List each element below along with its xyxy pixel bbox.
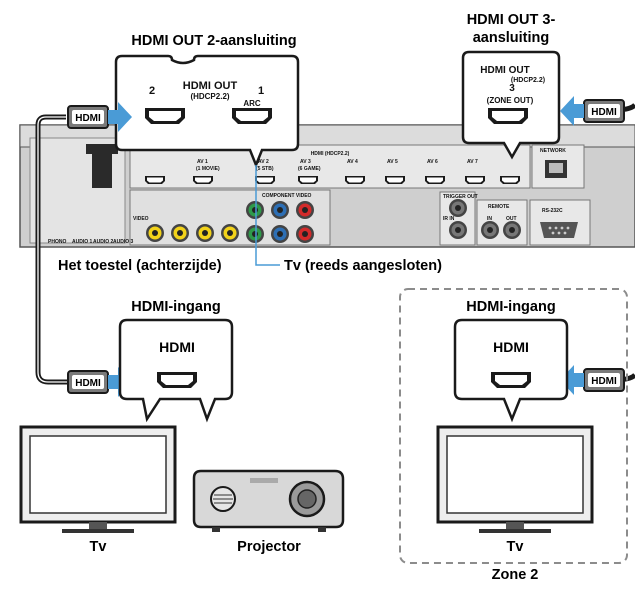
panel-label-audio2: AUDIO 2 bbox=[93, 239, 114, 245]
panel-label-remote: REMOTE bbox=[488, 204, 510, 210]
hdmi-input-callout-left: HDMI bbox=[118, 318, 234, 423]
hdmi-plug-icon: HDMI bbox=[67, 105, 109, 129]
tv-icon bbox=[436, 425, 594, 533]
callout-out3-title: HDMI OUT bbox=[480, 65, 529, 76]
plug-label: HDMI bbox=[591, 107, 617, 118]
hdmi-port-icon bbox=[145, 108, 185, 124]
plug-label: HDMI bbox=[75, 113, 101, 124]
hdmi-port-icon bbox=[488, 108, 528, 124]
hdmi-input-callout-right: HDMI bbox=[453, 318, 569, 423]
panel-label-out: OUT bbox=[506, 216, 517, 222]
callout-out3-port: 3 bbox=[509, 83, 515, 94]
zone2-box bbox=[399, 288, 628, 564]
panel-label-av6: AV 6 bbox=[427, 159, 438, 165]
label-hdmi-input-right: HDMI-ingang bbox=[466, 299, 556, 315]
label-tv-right: Tv bbox=[506, 539, 524, 555]
callout-out2-arc: ARC bbox=[243, 99, 261, 108]
panel-label-av2-sub: (5 STB) bbox=[256, 166, 274, 172]
panel-label-hdmi-header: HDMI (HDCP2.2) bbox=[311, 151, 350, 157]
arrow-right-icon bbox=[108, 102, 132, 132]
callout-out2-port-left: 2 bbox=[149, 85, 155, 97]
panel-label-trigger-out: TRIGGER OUT bbox=[443, 194, 478, 200]
panel-label-av3-sub: (6 GAME) bbox=[298, 166, 321, 172]
panel-label-av1: AV 1 bbox=[197, 159, 208, 165]
tv-connected-leader bbox=[255, 165, 280, 266]
panel-label-av3: AV 3 bbox=[300, 159, 311, 165]
panel-label-av2: AV 2 bbox=[258, 159, 269, 165]
hdmi-out2-callout: HDMI OUT (HDCP2.2) 2 1 ARC bbox=[114, 54, 300, 169]
panel-label-av1-sub: (1 MOVIE) bbox=[196, 166, 220, 172]
label-tv-already-connected: Tv (reeds aangesloten) bbox=[284, 258, 442, 274]
label-unit-rear: Het toestel (achterzijde) bbox=[58, 258, 222, 274]
label-hdmi-out2: HDMI OUT 2-aansluiting bbox=[131, 33, 297, 49]
callout-out2-subtitle: (HDCP2.2) bbox=[190, 92, 229, 101]
hdmi-plug-icon: HDMI bbox=[583, 99, 625, 123]
label-hdmi-out3-line1: HDMI OUT 3- bbox=[466, 12, 556, 28]
panel-label-audio3: AUDIO 3 bbox=[113, 239, 134, 245]
panel-label-audio1: AUDIO 1 bbox=[72, 239, 93, 245]
hdmi-port-icon bbox=[491, 372, 531, 388]
callout-out3-zone: (ZONE OUT) bbox=[487, 96, 534, 105]
input-callout-label: HDMI bbox=[493, 339, 529, 355]
panel-label-video: VIDEO bbox=[133, 216, 149, 222]
plug-label: HDMI bbox=[591, 376, 617, 387]
arrow-left-icon bbox=[560, 365, 584, 395]
projector-icon bbox=[192, 469, 345, 532]
label-tv-left: Tv bbox=[89, 539, 107, 555]
label-zone2: Zone 2 bbox=[491, 567, 539, 583]
label-hdmi-out3-line2: aansluiting bbox=[472, 30, 550, 46]
panel-label-ir-in: IR IN bbox=[443, 216, 455, 222]
hdmi-port-icon bbox=[157, 372, 197, 388]
callout-out2-title: HDMI OUT bbox=[183, 80, 238, 92]
label-projector: Projector bbox=[237, 539, 301, 555]
panel-label-component-video: COMPONENT VIDEO bbox=[262, 193, 312, 199]
label-hdmi-input-left: HDMI-ingang bbox=[131, 299, 221, 315]
input-callout-label: HDMI bbox=[159, 339, 195, 355]
hdmi-plug-icon: HDMI bbox=[67, 370, 109, 394]
arrow-left-icon bbox=[560, 96, 584, 126]
panel-label-in: IN bbox=[487, 216, 492, 222]
callout-out3-subtitle: (HDCP2.2) bbox=[511, 77, 545, 84]
hdmi-port-icon bbox=[232, 108, 272, 124]
plug-label: HDMI bbox=[75, 378, 101, 389]
panel-label-rs232c: RS-232C bbox=[542, 208, 563, 214]
panel-label-av7: AV 7 bbox=[467, 159, 478, 165]
cable-tv-left-inner bbox=[37, 116, 68, 383]
panel-label-av5: AV 5 bbox=[387, 159, 398, 165]
hdmi-out3-callout: HDMI OUT (HDCP2.2) 3 (ZONE OUT) bbox=[461, 50, 561, 160]
panel-label-network: NETWORK bbox=[540, 148, 566, 154]
hdmi-plug-icon: HDMI bbox=[583, 368, 625, 392]
tv-icon bbox=[19, 425, 177, 533]
panel-label-phono: PHONO bbox=[48, 239, 66, 245]
callout-out2-port-right: 1 bbox=[258, 85, 264, 97]
panel-label-av4: AV 4 bbox=[347, 159, 358, 165]
